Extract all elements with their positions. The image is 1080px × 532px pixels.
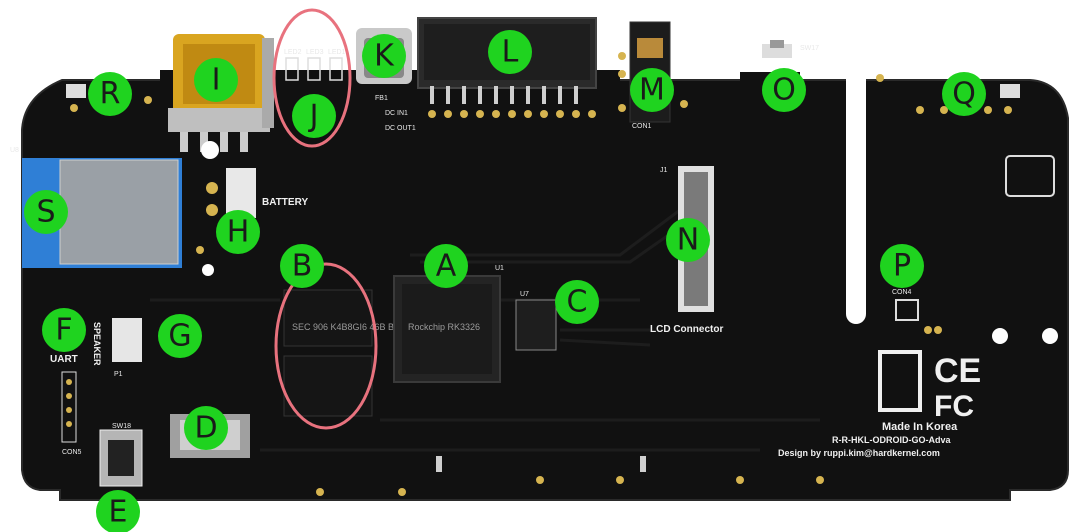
- svg-text:I: I: [212, 63, 221, 98]
- made-in-korea: Made In Korea: [882, 421, 958, 433]
- callout-K: K: [362, 34, 406, 78]
- svg-text:Q: Q: [952, 77, 976, 112]
- callout-O: O: [762, 68, 806, 112]
- certification-marks: CE FC: [878, 350, 981, 423]
- chip-u7: U7: [515, 291, 557, 351]
- svg-text:SEC 906 K4B8GI6 46B BYK0: SEC 906 K4B8GI6 46B BYK0: [292, 322, 411, 332]
- callout-J: J: [292, 94, 336, 138]
- svg-text:C: C: [567, 285, 588, 320]
- svg-text:A: A: [436, 249, 457, 284]
- svg-text:CON1: CON1: [632, 123, 652, 130]
- ram-chips: SEC 906 K4B8GI6 46B BYK0: [283, 289, 411, 417]
- callout-I: I: [194, 58, 238, 102]
- svg-text:H: H: [227, 215, 250, 250]
- svg-text:P: P: [893, 249, 911, 284]
- callout-B: B: [280, 244, 324, 288]
- soc-chip: Rockchip RK3326 U1: [393, 265, 504, 383]
- switch-right: [1000, 84, 1020, 98]
- callout-Q: Q: [942, 72, 986, 116]
- svg-text:D: D: [194, 411, 217, 446]
- callout-C: C: [555, 280, 599, 324]
- callout-P: P: [880, 244, 924, 288]
- svg-text:L: L: [502, 35, 519, 70]
- svg-text:DC OUT1: DC OUT1: [385, 125, 416, 132]
- callout-H: H: [216, 210, 260, 254]
- board-slot: [846, 62, 866, 324]
- tactile-switch: SW18: [99, 423, 143, 487]
- status-leds: LED2 LED3 LED1: [284, 49, 346, 81]
- svg-text:P1: P1: [114, 371, 123, 378]
- svg-text:B: B: [292, 249, 313, 284]
- svg-text:SW18: SW18: [112, 423, 131, 430]
- callout-N: N: [666, 218, 710, 262]
- svg-text:J: J: [308, 99, 319, 134]
- svg-text:U8: U8: [10, 147, 19, 154]
- svg-text:LED1: LED1: [328, 49, 346, 56]
- speaker-connector: SPEAKER P1: [92, 318, 142, 378]
- uart-header: UART CON5: [50, 354, 82, 456]
- svg-text:S: S: [36, 195, 55, 230]
- battery-connector: BATTERY: [226, 168, 308, 218]
- svg-text:U1: U1: [495, 265, 504, 272]
- svg-text:LCD Connector: LCD Connector: [650, 324, 723, 335]
- callout-A: A: [424, 244, 468, 288]
- callout-D: D: [184, 406, 228, 450]
- callout-E: E: [96, 490, 140, 532]
- designer-text: Design by ruppi.kim@hardkernel.com: [778, 448, 940, 458]
- svg-text:K: K: [374, 39, 395, 74]
- svg-text:SW17: SW17: [800, 45, 819, 52]
- callout-R: R: [88, 72, 132, 116]
- svg-text:E: E: [109, 495, 128, 530]
- svg-text:F: F: [55, 313, 72, 348]
- svg-text:DC IN1: DC IN1: [385, 110, 408, 117]
- callout-L: L: [488, 30, 532, 74]
- switch-sw17: SW17: [762, 40, 819, 58]
- svg-text:G: G: [168, 319, 191, 354]
- svg-text:CON5: CON5: [62, 449, 82, 456]
- switch-left: [66, 84, 86, 98]
- connector-con4: CON4: [892, 289, 942, 334]
- svg-text:SPEAKER: SPEAKER: [92, 322, 102, 366]
- highlight-ring-ram: [274, 262, 378, 430]
- svg-text:LED3: LED3: [306, 49, 324, 56]
- callout-M: M: [630, 68, 674, 112]
- callout-F: F: [42, 308, 86, 352]
- callout-G: G: [158, 314, 202, 358]
- svg-text:O: O: [772, 73, 796, 108]
- svg-text:R: R: [100, 77, 121, 112]
- highlight-ring-leds: [272, 8, 352, 148]
- svg-text:FC: FC: [934, 390, 974, 423]
- svg-text:Rockchip RK3326: Rockchip RK3326: [408, 322, 480, 332]
- model-text: R-R-HKL-ODROID-GO-Adva: [832, 435, 951, 445]
- svg-text:FB1: FB1: [375, 95, 388, 102]
- svg-text:CE: CE: [934, 352, 981, 390]
- svg-text:BATTERY: BATTERY: [262, 197, 308, 208]
- callout-S: S: [24, 190, 68, 234]
- svg-text:UART: UART: [50, 354, 78, 365]
- svg-text:N: N: [677, 223, 699, 258]
- svg-text:J1: J1: [660, 167, 668, 174]
- svg-text:U7: U7: [520, 291, 529, 298]
- svg-text:M: M: [639, 73, 665, 108]
- svg-text:LED2: LED2: [284, 49, 302, 56]
- svg-text:CON4: CON4: [892, 289, 912, 296]
